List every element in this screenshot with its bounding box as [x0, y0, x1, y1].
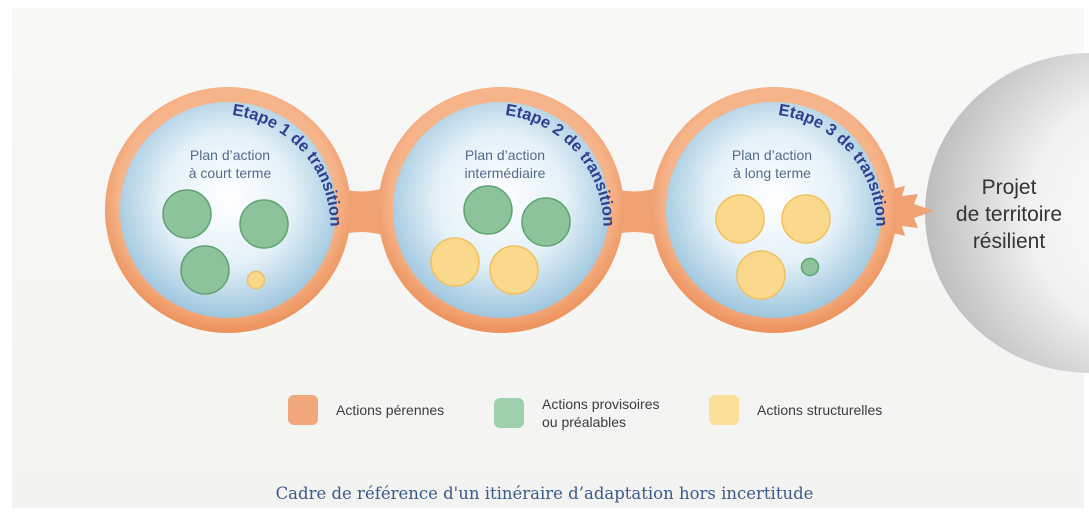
- action-circle: [162, 189, 212, 239]
- action-circle: [239, 199, 289, 249]
- plan-label-2-line1: Plan d’action: [465, 147, 545, 163]
- stage-1-actions: [162, 189, 289, 295]
- goal-line-2: de territoire: [956, 203, 1062, 226]
- action-circle: [800, 257, 820, 277]
- stage-3-actions: [715, 194, 831, 300]
- plan-label-1-line1: Plan d’action: [190, 147, 270, 163]
- action-circle: [246, 270, 266, 290]
- action-circle: [463, 185, 513, 235]
- action-circle: [521, 197, 571, 247]
- action-circle: [180, 245, 230, 295]
- action-circle: [781, 194, 831, 244]
- plan-label-2-line2: intermédiaire: [465, 165, 546, 181]
- action-circle: [715, 194, 765, 244]
- goal-shape: [925, 53, 1089, 373]
- goal-line-3: résilient: [973, 230, 1046, 253]
- plan-label-3-line2: à long terme: [733, 165, 811, 181]
- action-circle: [430, 237, 480, 287]
- action-circle: [489, 245, 539, 295]
- goal-line-1: Projet: [982, 176, 1037, 199]
- stage-2-actions: [430, 185, 571, 295]
- action-circle: [736, 250, 786, 300]
- stage-bubble-1: [105, 87, 351, 333]
- diagram-caption: Cadre de référence d'un itinéraire d’ada…: [275, 484, 814, 503]
- plan-label-1-line2: à court terme: [189, 165, 272, 181]
- plan-label-3-line1: Plan d’action: [732, 147, 812, 163]
- stage-bubble-3: [651, 87, 897, 333]
